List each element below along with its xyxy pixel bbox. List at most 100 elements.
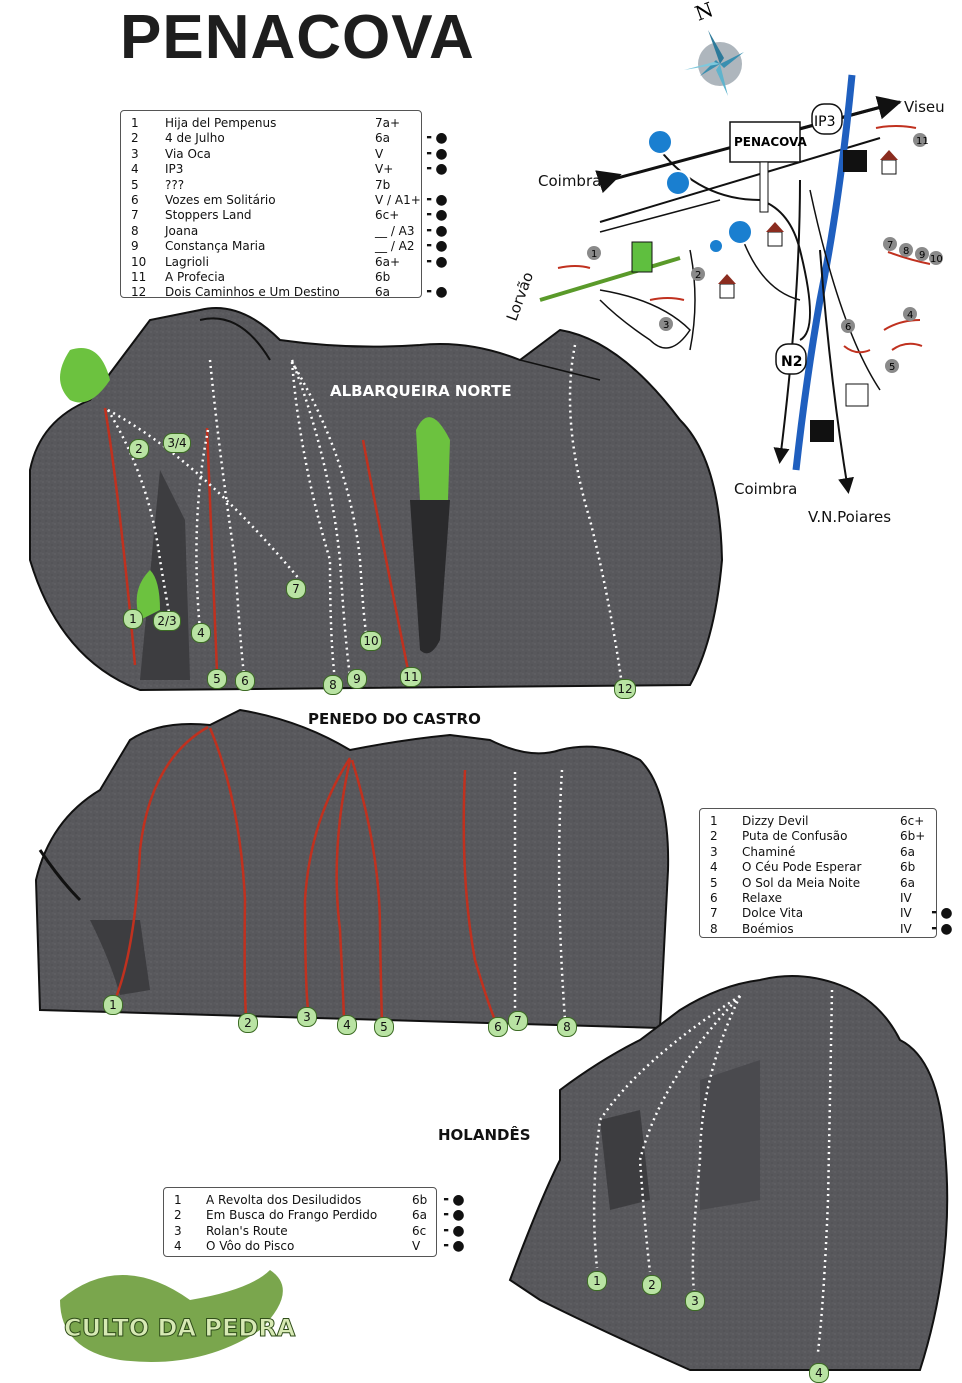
- route-number: 6: [710, 891, 718, 905]
- route-name: Em Busca do Frango Perdido: [206, 1208, 378, 1223]
- route-label: 8: [323, 675, 343, 695]
- hanger-icon: ╸●: [932, 905, 953, 922]
- route-grade: 7b: [375, 177, 391, 192]
- route-name: Puta de Confusão: [742, 829, 848, 844]
- route-number: 1: [710, 814, 718, 828]
- route-number: 2: [710, 829, 718, 844]
- route-grade: 6a: [375, 285, 390, 300]
- route-grade: 6a: [900, 875, 915, 890]
- route-number: 4: [710, 860, 718, 875]
- route-label: 10: [360, 631, 382, 651]
- route-number: 6: [131, 193, 139, 207]
- route-label: 4: [191, 623, 211, 643]
- route-grade: 6a+: [375, 254, 401, 269]
- route-label: 3/4: [163, 433, 191, 453]
- route-name: Hija del Pempenus: [165, 116, 277, 130]
- route-number: 7: [710, 906, 718, 921]
- route-number: 3: [710, 844, 718, 859]
- map-marker: 11: [916, 136, 929, 147]
- legend-row: 5???7b: [121, 177, 421, 193]
- route-label: 11: [400, 667, 422, 687]
- route-name: O Céu Pode Esperar: [742, 860, 862, 875]
- route-label: 12: [614, 679, 636, 699]
- map-marker: 10: [930, 254, 943, 265]
- route-name: O Vôo do Pisco: [206, 1239, 295, 1254]
- route-grade: 6c: [412, 1223, 427, 1238]
- n2-shield: N2: [781, 354, 802, 370]
- castro-crag: [34, 708, 670, 1030]
- route-number: 1: [174, 1193, 182, 1207]
- hanger-icon: ╸●: [427, 222, 448, 239]
- hanger-icon: ╸●: [932, 920, 953, 937]
- route-number: 12: [131, 285, 147, 300]
- sector-albarqueira-title: ALBARQUEIRA NORTE: [330, 382, 512, 400]
- route-grade: V+: [375, 162, 394, 177]
- place-lorvao: Lorvão: [503, 270, 537, 324]
- route-grade: 7a+: [375, 116, 401, 130]
- route-grade: 6a: [375, 131, 390, 146]
- logo-text: CULTO DA PEDRA: [64, 1314, 296, 1342]
- map-marker: 5: [889, 362, 895, 373]
- route-name: Dois Caminhos e Um Destino: [165, 285, 340, 300]
- route-number: 5: [131, 177, 139, 192]
- route-name: Dizzy Devil: [742, 814, 809, 828]
- route-name: Rolan's Route: [206, 1223, 288, 1238]
- hanger-icon: ╸●: [427, 161, 448, 178]
- map-marker: 4: [907, 310, 913, 321]
- legend-row: 12 Dois Caminhos e Um Destino 6a ╸●: [121, 284, 448, 300]
- place-coimbra-west: Coimbra: [538, 172, 601, 190]
- route-number: 1: [131, 116, 139, 130]
- route-grade: IV: [900, 921, 912, 936]
- route-label: 7: [286, 579, 306, 599]
- legend-row: 1 Dizzy Devil 6c+: [700, 813, 936, 829]
- page-title: PENACOVA: [120, 3, 475, 72]
- route-grade: 6a: [900, 844, 915, 859]
- route-grade: 6b+: [900, 829, 926, 844]
- route-label: 8: [557, 1017, 577, 1037]
- place-vn-poiares: V.N.Poiares: [808, 508, 891, 526]
- route-grade: 6b: [900, 860, 916, 875]
- legend-row: 2 Puta de Confusão 6b+: [700, 828, 936, 844]
- map-marker: 1: [591, 249, 597, 260]
- route-name: Chaminé: [742, 844, 796, 859]
- route-name: Constança Maria: [165, 239, 266, 254]
- route-grade: V: [375, 146, 384, 161]
- route-label: 1: [587, 1271, 607, 1291]
- map-town-label: PENACOVA: [734, 135, 807, 149]
- legend-row: 3 Chaminé 6a: [700, 844, 936, 860]
- compass-n-label: N: [692, 0, 717, 26]
- route-label: 6: [235, 671, 255, 691]
- route-number: 8: [710, 921, 718, 936]
- route-label: 1: [103, 995, 123, 1015]
- map-marker: 7: [887, 240, 893, 251]
- route-label: 6: [488, 1017, 508, 1037]
- hanger-icon: ╸●: [444, 1222, 465, 1239]
- route-grade: V / A1+: [375, 193, 421, 207]
- hanger-icon: ╸●: [444, 1192, 465, 1208]
- hanger-icon: ╸●: [427, 238, 448, 255]
- route-number: 8: [131, 223, 139, 238]
- route-grade: 6c+: [900, 814, 925, 828]
- route-name: 4 de Julho: [165, 131, 225, 146]
- legend-castro: 1 Dizzy Devil 6c+ 2 Puta de Confusão 6b+ 3 Cham…: [699, 808, 953, 938]
- route-label: 3: [297, 1007, 317, 1027]
- route-label: 2: [238, 1013, 258, 1033]
- hanger-icon: ╸●: [427, 284, 448, 301]
- route-name: Joana: [165, 223, 199, 238]
- map-marker: 3: [663, 320, 669, 331]
- route-grade: IV: [900, 906, 912, 921]
- route-grade: 6b: [412, 1193, 428, 1207]
- route-number: 11: [131, 270, 147, 284]
